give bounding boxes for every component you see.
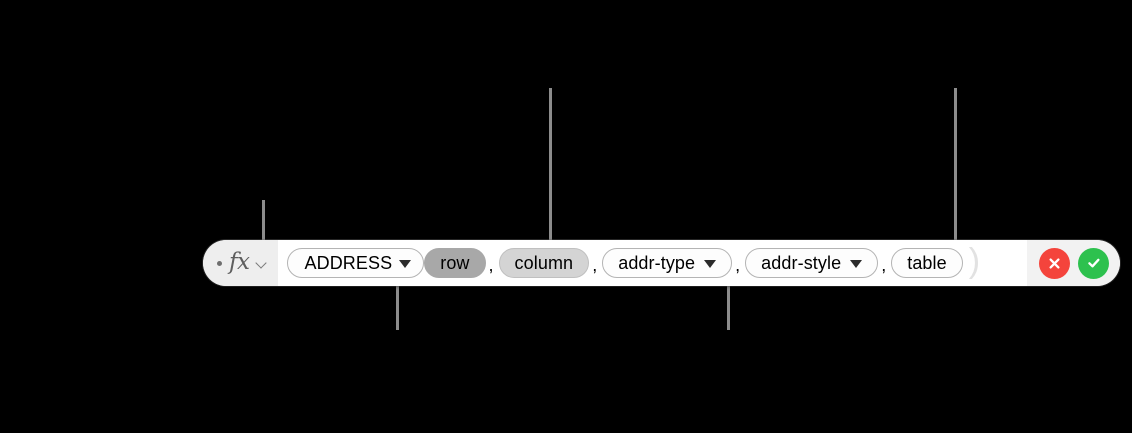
callout-table-argument [954,88,957,242]
token-argument-addr-type[interactable]: addr-type [602,248,733,278]
accept-button[interactable] [1078,247,1109,279]
token-separator: , [735,254,741,275]
triangle-down-icon[interactable] [704,260,717,268]
function-browser-control[interactable]: fx [203,240,279,286]
formula-token-strip[interactable]: ADDRESS row , column , addr-type , addr-… [278,240,1027,286]
bullet-dot-icon [217,260,222,266]
token-separator: , [592,254,598,275]
token-separator: , [881,254,887,275]
token-separator: , [488,254,494,275]
token-label: row [440,252,470,273]
cancel-button[interactable] [1039,247,1070,279]
triangle-down-icon[interactable] [399,260,412,268]
formula-editor-bar[interactable]: fx ADDRESS row , column , addr-type , ad… [203,240,1120,286]
token-function-name[interactable]: ADDRESS [287,248,425,278]
callout-function-browser [262,200,265,242]
token-label: column [514,252,574,273]
callout-function-name [396,284,399,330]
chevron-down-icon[interactable] [256,258,267,269]
token-argument-column[interactable]: column [498,248,590,278]
token-label: addr-style [761,252,842,273]
token-argument-table[interactable]: table [891,248,963,278]
token-argument-row[interactable]: row [424,248,486,278]
token-label: ADDRESS [304,252,393,273]
triangle-down-icon[interactable] [850,260,863,268]
token-argument-addr-style[interactable]: addr-style [745,248,879,278]
closing-paren-glyph: ) [968,242,981,280]
token-label: addr-type [618,252,696,273]
callout-column-argument [549,88,552,242]
token-label: table [907,252,947,273]
callout-addr-type [727,284,730,330]
formula-confirm-controls[interactable] [1027,240,1120,286]
fx-icon: fx [229,248,250,275]
